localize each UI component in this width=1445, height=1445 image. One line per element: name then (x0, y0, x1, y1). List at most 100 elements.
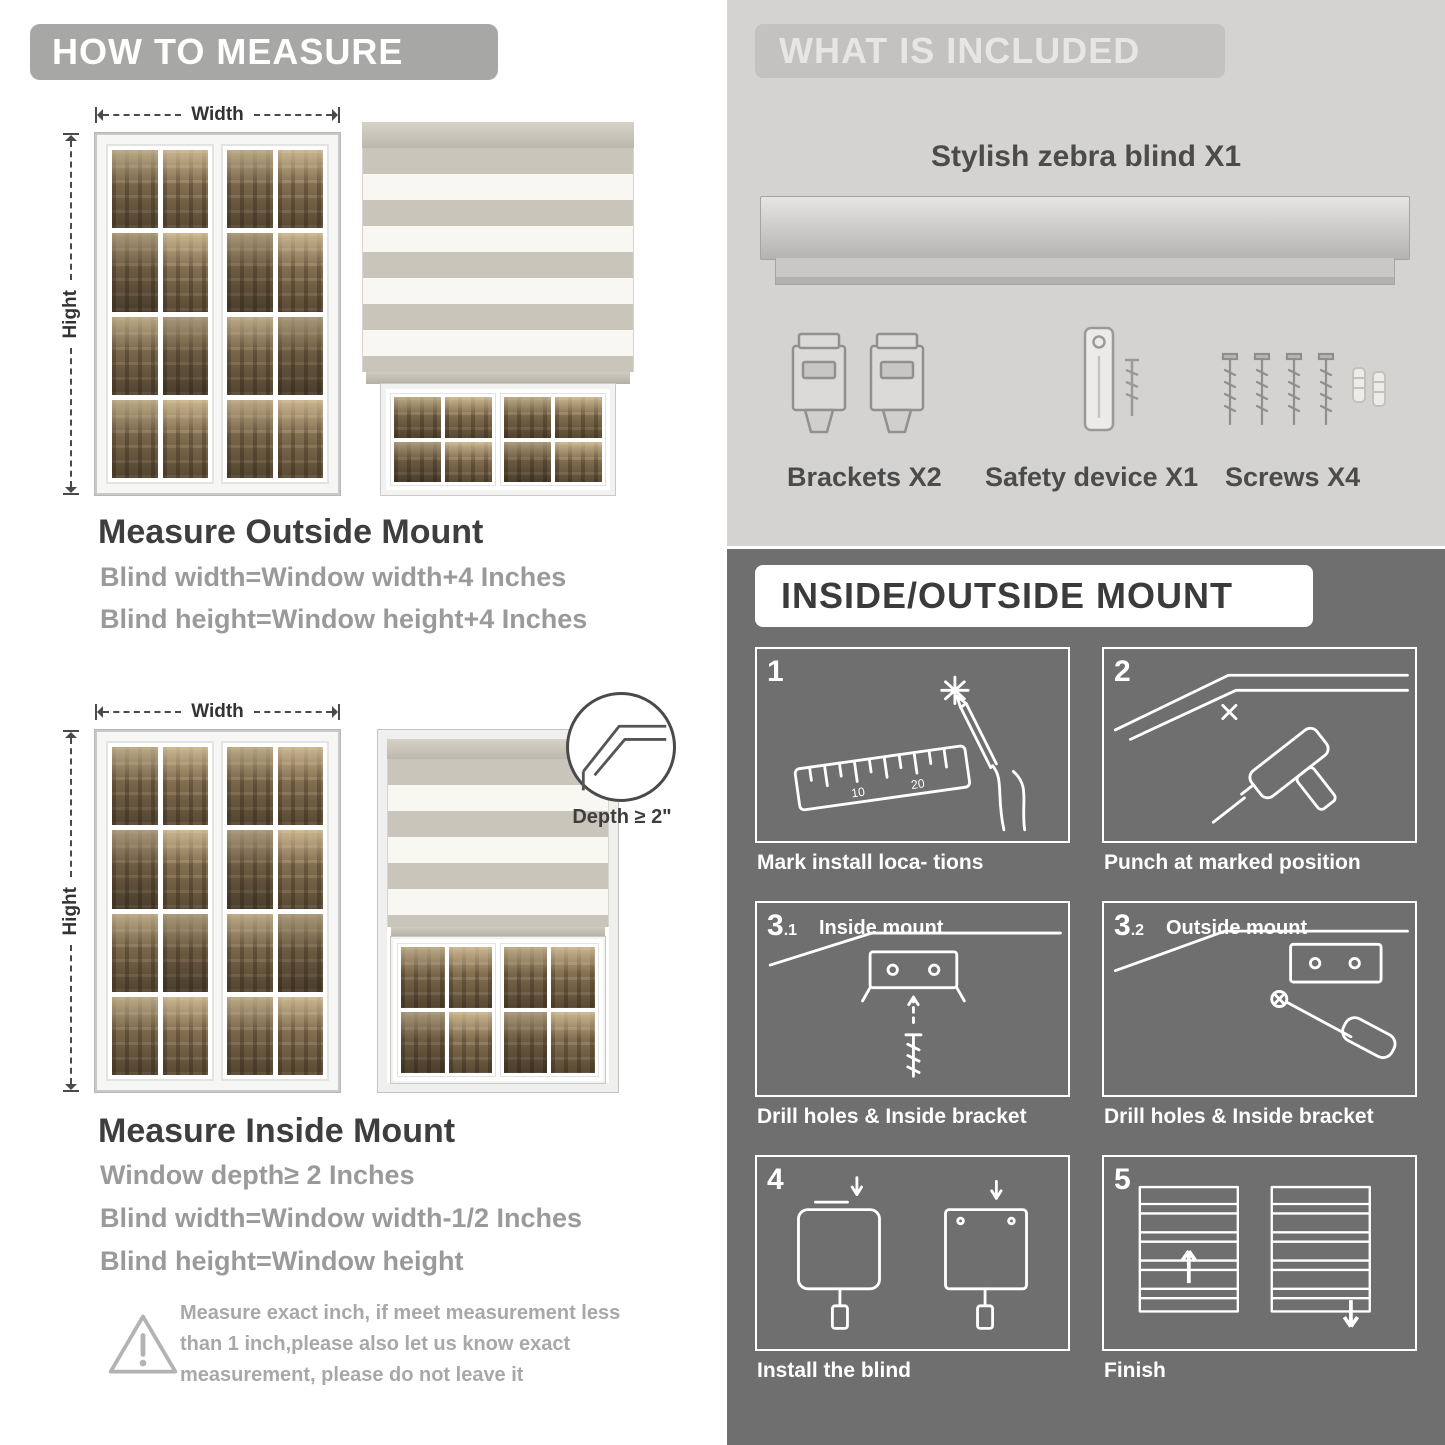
window-frame (378, 730, 618, 1092)
zebra-blind-inside-illustration (378, 730, 618, 1092)
window-pane (112, 150, 158, 229)
step-2: 2 (1102, 647, 1417, 893)
width-arrow-outside: Width (95, 104, 340, 125)
window-pane (227, 996, 273, 1075)
window-pane (394, 441, 442, 482)
window-illustration-inside (95, 730, 340, 1092)
window-pane (277, 996, 323, 1075)
blind-headrail (387, 739, 609, 759)
screws-icon (1221, 352, 1386, 426)
window-pane (277, 747, 323, 826)
depth-detail-circle (566, 692, 676, 802)
how-to-measure-header: HOW TO MEASURE (30, 24, 498, 80)
drill-illustration (1113, 673, 1409, 824)
blind-stripes (387, 759, 609, 927)
inside-mount-line-2: Blind width=Window width-1/2 Inches (100, 1203, 583, 1233)
window-pane (227, 316, 273, 395)
window-pane (227, 399, 273, 478)
mount-instructions-section: INSIDE/OUTSIDE MOUNT 1 10 (727, 549, 1445, 1445)
window-pane (162, 399, 208, 478)
step-panel-1: 1 10 20 (755, 647, 1070, 843)
outside-bracket-illustration (1113, 929, 1409, 1060)
inside-mount-line-3: Blind height=Window height (100, 1246, 464, 1276)
step-caption: Mark install loca- tions (757, 851, 984, 874)
frame-corner-icon (581, 724, 667, 791)
step-1: 1 10 20 (755, 647, 1070, 893)
zebra-blind-outside-illustration (362, 122, 634, 495)
step-panel-2: 2 (1102, 647, 1417, 843)
window-sash (397, 943, 496, 1077)
window-pane (112, 830, 158, 909)
safety-device-icon (1083, 326, 1139, 432)
step-number: 2 (1114, 655, 1131, 688)
window-sash (106, 144, 214, 484)
step-4: 4 (755, 1155, 1070, 1401)
safety-device-label: Safety device X1 (985, 462, 1199, 492)
window-pane (554, 397, 602, 438)
depth-label: Depth ≥ 2" (572, 806, 672, 828)
width-label: Width (191, 701, 244, 722)
window-pane (445, 397, 492, 438)
window-pane (394, 397, 442, 438)
outside-mount-line-2: Blind height=Window height+4 Inches (100, 604, 588, 634)
window-pane (277, 316, 323, 395)
window-pane (112, 996, 158, 1075)
step-caption: Drill holes & Inside bracket (1104, 1105, 1374, 1128)
window-pane (504, 441, 551, 482)
step-3-2: 3.2 Outside mount (1102, 901, 1417, 1147)
window-under-blind (391, 937, 605, 1083)
step-caption: Drill holes & Inside bracket (757, 1105, 1027, 1128)
window-sash (221, 144, 329, 484)
step-number: 5 (1114, 1163, 1131, 1196)
step-label: Inside mount (819, 917, 944, 939)
step-number: 3.2 (1114, 909, 1145, 942)
window-pane (277, 150, 323, 229)
step-caption: Punch at marked position (1104, 851, 1361, 874)
what-is-included-header: WHAT IS INCLUDED (755, 24, 1225, 78)
window-pane (448, 947, 492, 1008)
window-pane (445, 441, 492, 482)
outside-mount-title: Measure Outside Mount (98, 513, 484, 551)
step-number: 1 (767, 655, 784, 688)
window-sash (221, 741, 329, 1081)
brackets-icon (791, 332, 925, 434)
blind-stripes (362, 148, 634, 372)
height-arrow-inside: Hight (60, 730, 81, 1093)
step-panel-3-1: 3.1 Inside mount (755, 901, 1070, 1097)
window-pane (551, 947, 595, 1008)
window-pane (551, 1012, 595, 1073)
window-pane (448, 1012, 492, 1073)
height-label: Hight (60, 886, 81, 936)
inside-mount-line-1: Window depth≥ 2 Inches (100, 1160, 415, 1190)
window-pane (277, 399, 323, 478)
window-pane (112, 913, 158, 992)
inside-mount-title: Measure Inside Mount (98, 1112, 456, 1150)
window-pane (162, 150, 208, 229)
window-pane (227, 830, 273, 909)
blind-headrail (362, 122, 634, 148)
width-arrow-inside: Width (95, 701, 340, 722)
measurement-warning-text: Measure exact inch, if meet measurement … (180, 1302, 621, 1386)
warning-triangle-icon (108, 1314, 178, 1374)
window-pane (227, 913, 273, 992)
window-pane (277, 913, 323, 992)
brackets-label: Brackets X2 (787, 462, 942, 492)
window-sash (500, 943, 599, 1077)
inside-bracket-illustration (768, 931, 1062, 1078)
window-pane (112, 233, 158, 312)
height-label: Hight (60, 289, 81, 339)
window-pane (401, 1012, 445, 1073)
what-is-included-section: WHAT IS INCLUDED Stylish zebra blind X1 (727, 0, 1445, 546)
svg-text:20: 20 (910, 776, 926, 792)
window-pane (277, 830, 323, 909)
step-panel-3-2: 3.2 Outside mount (1102, 901, 1417, 1097)
finish-illustration (1138, 1185, 1371, 1328)
height-arrow-outside: Hight (60, 133, 81, 496)
window-sash (390, 393, 496, 486)
step-panel-5: 5 (1102, 1155, 1417, 1351)
step-caption: Finish (1104, 1359, 1166, 1382)
window-pane (504, 1012, 548, 1073)
window-sash (500, 393, 606, 486)
step-number: 4 (767, 1163, 784, 1196)
